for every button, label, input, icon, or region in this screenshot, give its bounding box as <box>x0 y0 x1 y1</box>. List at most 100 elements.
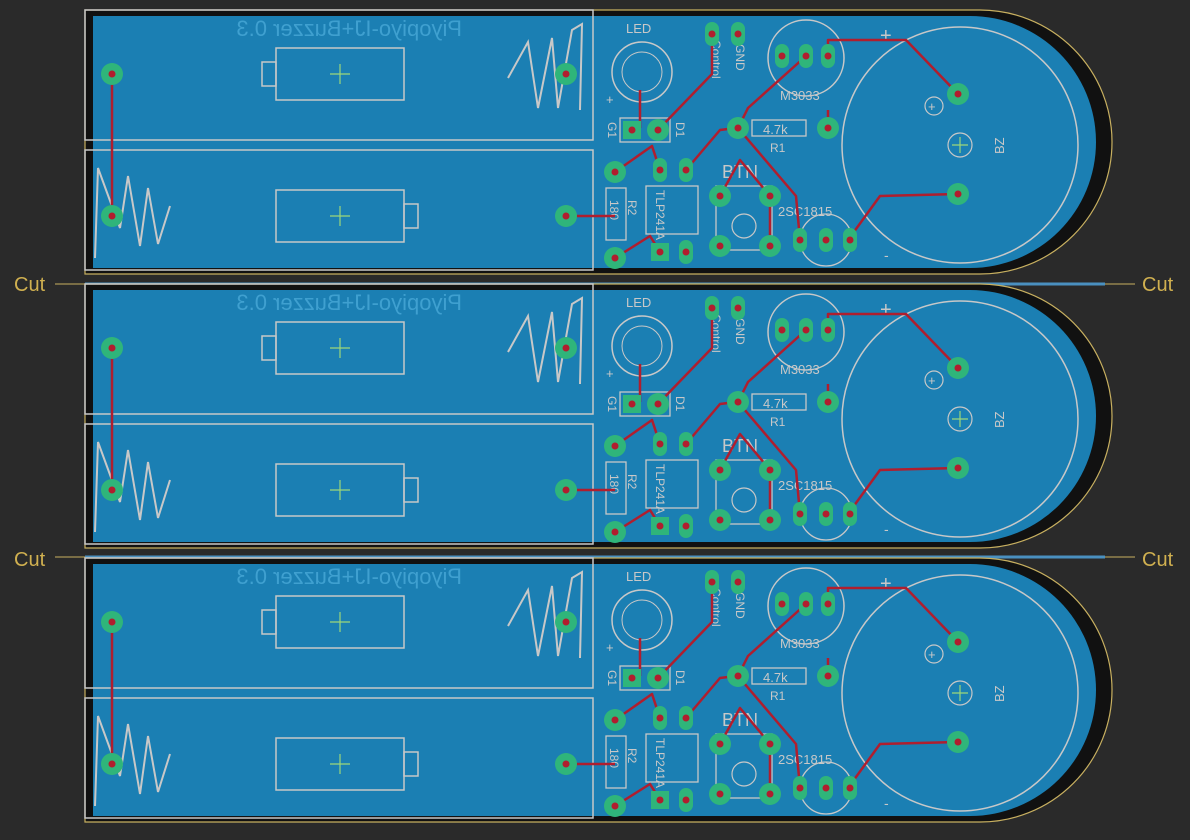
buzzer-label: BZ <box>992 137 1007 154</box>
buzzer-center <box>947 132 973 158</box>
pad-r2-bottom-drill <box>611 254 619 262</box>
pad-r1-a-drill <box>734 398 742 406</box>
battery-terminal-top <box>261 609 277 635</box>
resistor-r1-body <box>751 393 807 411</box>
pad-btn-3-drill <box>716 790 724 798</box>
copper-trace-3 <box>737 675 802 789</box>
resistor-r1-label: R1 <box>770 689 786 703</box>
pad-gnd-drill <box>734 304 742 312</box>
button-label: BTN <box>722 436 758 456</box>
pad-battery-top-left-drill <box>108 70 116 78</box>
pad-opto-4-drill <box>682 796 690 804</box>
g1-outline <box>619 665 671 691</box>
pad-battery-bottom-right-drill <box>562 212 570 220</box>
pad-buzzer-plus-drill <box>954 90 962 98</box>
pad-btn-2-drill <box>766 466 774 474</box>
button-outline <box>715 185 773 251</box>
resistor-r1-value: 4.7k <box>763 670 788 685</box>
copper-pour <box>93 564 1097 816</box>
pad-opto-4-drill <box>682 248 690 256</box>
copper-pour <box>93 16 1097 268</box>
d1-label: D1 <box>673 670 687 686</box>
copper-pour <box>93 290 1097 542</box>
battery-holder-bottom <box>84 697 594 819</box>
copper-trace-5 <box>846 740 959 789</box>
g1-outline <box>619 117 671 143</box>
pad-regulator-1-drill <box>778 600 786 608</box>
pad-r2-top-drill <box>611 442 619 450</box>
pad-regulator-3-drill <box>824 326 832 334</box>
regulator-label: M3033 <box>780 636 820 651</box>
g1-label: G1 <box>605 670 619 686</box>
pad-transistor-2-drill <box>822 784 830 792</box>
resistor-r2-value: 180 <box>607 748 621 768</box>
pad-r1-b-drill <box>824 124 832 132</box>
pad-battery-bottom-right-drill <box>562 760 570 768</box>
d1-label: D1 <box>673 396 687 412</box>
button-label: BTN <box>722 710 758 730</box>
copper-trace-6 <box>657 34 714 131</box>
pad-btn-2-drill <box>766 192 774 200</box>
spring-contact-bottom <box>94 167 171 259</box>
buzzer-plus-mark: + <box>928 647 936 662</box>
battery-center-mark-bottom <box>330 206 350 226</box>
led-label: LED <box>626 21 651 36</box>
battery-center-mark-bottom <box>330 480 350 500</box>
pad-opto-1-drill <box>656 440 664 448</box>
optocoupler-label: TLP241A <box>653 738 667 788</box>
pad-r2-top-drill <box>611 716 619 724</box>
regulator-label: M3033 <box>780 362 820 377</box>
battery-center-mark-top <box>330 612 350 632</box>
optocoupler-outline <box>645 733 699 783</box>
cut-label-right-2: Cut <box>1142 549 1174 571</box>
optocoupler-label: TLP241A <box>653 190 667 240</box>
resistor-r2-value: 180 <box>607 474 621 494</box>
pad-g1-b-drill <box>654 674 662 682</box>
pad-btn-4-drill <box>766 242 774 250</box>
pad-buzzer-minus-drill <box>954 464 962 472</box>
g1-label: G1 <box>605 122 619 138</box>
pad-regulator-2-drill <box>802 600 810 608</box>
pad-r2-bottom-drill <box>611 802 619 810</box>
buzzer-plus-circle <box>924 370 944 390</box>
minus-marker: - <box>884 795 889 811</box>
led-label: LED <box>626 295 651 310</box>
led-outline <box>611 315 673 377</box>
led-inner-ring <box>621 325 663 367</box>
pad-control-drill <box>708 578 716 586</box>
pad-battery-bottom-left-drill <box>108 212 116 220</box>
led-outline <box>611 41 673 103</box>
resistor-r2-body <box>605 461 627 515</box>
pad-g1-a-drill <box>628 126 636 134</box>
spring-contact-top <box>507 570 584 659</box>
board-title: Piyopiyo-IJ+Buzzer 0.3 <box>236 564 462 589</box>
plus-marker: + <box>880 25 892 47</box>
buzzer-plus-circle <box>924 96 944 116</box>
pad-btn-3-drill <box>716 516 724 524</box>
pad-opto-3-drill <box>656 796 664 804</box>
led-label: LED <box>626 569 651 584</box>
pad-battery-bottom-right-drill <box>562 486 570 494</box>
resistor-r1-body <box>751 119 807 137</box>
resistor-r1-value: 4.7k <box>763 122 788 137</box>
copper-trace-3 <box>737 401 802 515</box>
transistor-label: 2SC1815 <box>778 752 832 767</box>
cut-label-left-2: Cut <box>14 549 46 571</box>
button-outline <box>715 459 773 525</box>
copper-trace-10 <box>718 432 772 520</box>
battery-holder-top <box>84 557 594 689</box>
resistor-r2-label: R2 <box>625 748 639 764</box>
pad-transistor-2-drill <box>822 236 830 244</box>
pad-transistor-2-drill <box>822 510 830 518</box>
battery-holder-bottom <box>84 423 594 545</box>
buzzer-center <box>947 680 973 706</box>
plus-marker: + <box>880 573 892 595</box>
copper-trace-6 <box>657 308 714 405</box>
resistor-r2-label: R2 <box>625 200 639 216</box>
transistor-label: 2SC1815 <box>778 204 832 219</box>
regulator-label: M3033 <box>780 88 820 103</box>
pad-btn-2-drill <box>766 740 774 748</box>
